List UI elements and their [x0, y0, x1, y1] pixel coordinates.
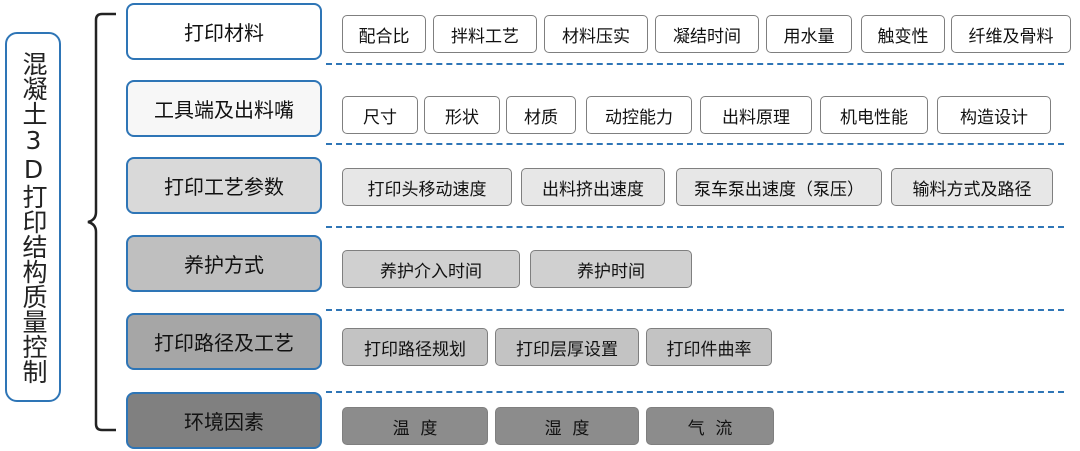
- factor-item: 出料原理: [700, 96, 812, 134]
- row-divider: [326, 226, 1064, 228]
- factor-item: 纤维及骨料: [951, 15, 1071, 53]
- category-curing-method: 养护方式: [126, 235, 322, 292]
- category-print-path-process: 打印路径及工艺: [126, 313, 322, 370]
- factor-item: 湿 度: [495, 407, 639, 445]
- factor-item: 打印件曲率: [646, 328, 772, 366]
- factor-item: 出料挤出速度: [521, 168, 665, 206]
- factor-item: 打印层厚设置: [495, 328, 639, 366]
- factor-item: 尺寸: [342, 96, 418, 134]
- factor-item: 泵车泵出速度（泵压）: [676, 168, 882, 206]
- factor-item: 打印头移动速度: [342, 168, 512, 206]
- root-label: 混凝土3D打印结构质量控制: [19, 50, 48, 384]
- factor-item: 构造设计: [937, 96, 1051, 134]
- row-divider: [326, 309, 1064, 311]
- factor-item: 气 流: [646, 407, 774, 445]
- category-printing-material: 打印材料: [126, 3, 322, 60]
- factor-item: 动控能力: [586, 96, 692, 134]
- factor-item: 凝结时间: [655, 15, 759, 53]
- bracket-connector: [87, 12, 116, 432]
- factor-item: 机电性能: [820, 96, 928, 134]
- factor-item: 配合比: [342, 15, 426, 53]
- factor-item: 养护时间: [530, 250, 692, 288]
- root-node: 混凝土3D打印结构质量控制: [5, 32, 61, 402]
- factor-item: 材质: [506, 96, 576, 134]
- factor-item: 温 度: [342, 407, 488, 445]
- factor-item: 养护介入时间: [342, 250, 520, 288]
- factor-item: 材料压实: [544, 15, 648, 53]
- category-environment: 环境因素: [126, 392, 322, 449]
- factor-item: 打印路径规划: [342, 328, 488, 366]
- factor-item: 触变性: [861, 15, 945, 53]
- row-divider: [326, 143, 1064, 145]
- row-divider: [326, 63, 1064, 65]
- category-print-process-params: 打印工艺参数: [126, 157, 322, 214]
- factor-item: 形状: [424, 96, 500, 134]
- factor-item: 拌料工艺: [433, 15, 537, 53]
- factor-item: 输料方式及路径: [891, 168, 1053, 206]
- category-tool-nozzle: 工具端及出料嘴: [126, 80, 322, 137]
- row-divider: [326, 391, 1064, 393]
- factor-item: 用水量: [766, 15, 852, 53]
